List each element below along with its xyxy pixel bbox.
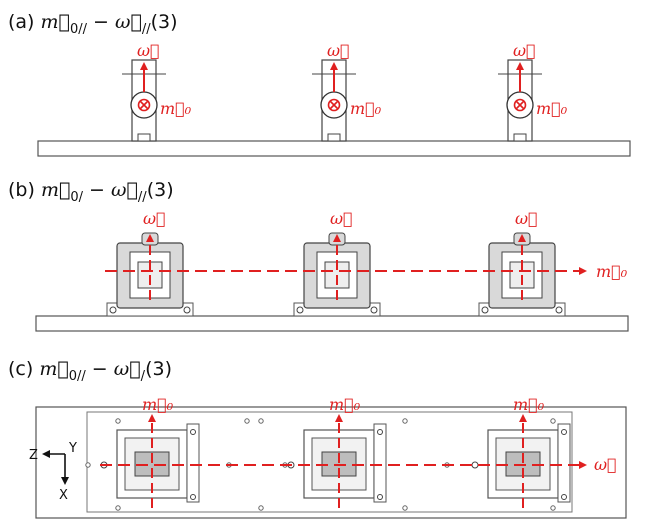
sensor-unit-a: ω⃗ m⃗₀ (312, 41, 382, 142)
base-plate-a (37, 140, 631, 157)
screw-top (190, 429, 196, 435)
screw-top (377, 429, 383, 435)
side-bracket (557, 423, 571, 503)
sensor-unit-a: ω⃗ m⃗₀ (498, 41, 568, 142)
plate-hole (115, 418, 121, 424)
plate-hole (85, 462, 91, 468)
m0-label: m⃗₀ (536, 99, 568, 118)
mount-foot (137, 133, 151, 142)
omega-label: ω⃗ (515, 209, 538, 228)
omega-horizontal-label: ω⃗ (594, 455, 617, 474)
m0-label: m⃗₀ (160, 99, 192, 118)
axis-y-label: Y (68, 441, 77, 456)
panel-c: (c) m⃗0// − ω⃗/(3) m⃗₀ m⃗₀ m⃗₀ ω⃗ Z Y X (8, 358, 627, 519)
cross-mark (139, 100, 149, 110)
plate-hole (550, 418, 556, 424)
screw-right (370, 306, 378, 314)
omega-label: ω⃗ (513, 41, 536, 60)
m0-label: m⃗₀ (329, 395, 361, 414)
panel-b-title: (b) m⃗0/ − ω⃗//(3) (8, 179, 174, 205)
coordinate-axes: Z Y X (29, 441, 77, 503)
plate-hole (550, 505, 556, 511)
m0-label: m⃗₀ (142, 395, 174, 414)
base-plate-b (35, 315, 629, 332)
omega-label: ω⃗ (143, 209, 166, 228)
screw-right (555, 306, 563, 314)
screw-bottom (190, 494, 196, 500)
screw-right (183, 306, 191, 314)
m0-label: m⃗₀ (513, 395, 545, 414)
panel-a: (a) m⃗0// − ω⃗//(3) ω⃗ m⃗₀ ω⃗ m⃗₀ ω⃗ m⃗₀ (8, 11, 631, 157)
screw-bottom (377, 494, 383, 500)
screw-bottom (561, 494, 567, 500)
axis-z-label: Z (29, 448, 38, 463)
cross-mark (515, 100, 525, 110)
screw-top (561, 429, 567, 435)
screw-left (481, 306, 489, 314)
mount-foot (327, 133, 341, 142)
side-bracket (186, 423, 200, 503)
out-of-page-symbol (137, 98, 151, 112)
screw-left (296, 306, 304, 314)
sensor-unit-b: ω⃗ (293, 209, 381, 317)
m0-horizontal-label: m⃗₀ (596, 262, 628, 281)
omega-label: ω⃗ (137, 41, 160, 60)
sensor-unit-a: ω⃗ m⃗₀ (122, 41, 192, 142)
sensor-unit-b: ω⃗ (478, 209, 566, 317)
panel-c-title: (c) m⃗0// − ω⃗/(3) (8, 358, 172, 384)
plate-hole (244, 418, 250, 424)
panel-b: (b) m⃗0/ − ω⃗//(3) ω⃗ ω⃗ ω⃗ m⃗₀ (8, 179, 629, 332)
plate-hole (258, 505, 264, 511)
plate-hole (115, 505, 121, 511)
plate-hole (402, 505, 408, 511)
screw-left (109, 306, 117, 314)
screw-left (471, 461, 479, 469)
panel-a-title: (a) m⃗0// − ω⃗//(3) (8, 11, 178, 37)
plate-hole (258, 418, 264, 424)
m0-label: m⃗₀ (350, 99, 382, 118)
omega-label: ω⃗ (327, 41, 350, 60)
axis-x-label: X (59, 488, 68, 503)
out-of-page-symbol (327, 98, 341, 112)
omega-label: ω⃗ (330, 209, 353, 228)
plate-hole (402, 418, 408, 424)
out-of-page-symbol (513, 98, 527, 112)
cross-mark (329, 100, 339, 110)
side-bracket (373, 423, 387, 503)
sensor-unit-b: ω⃗ (106, 209, 194, 317)
mount-foot (513, 133, 527, 142)
